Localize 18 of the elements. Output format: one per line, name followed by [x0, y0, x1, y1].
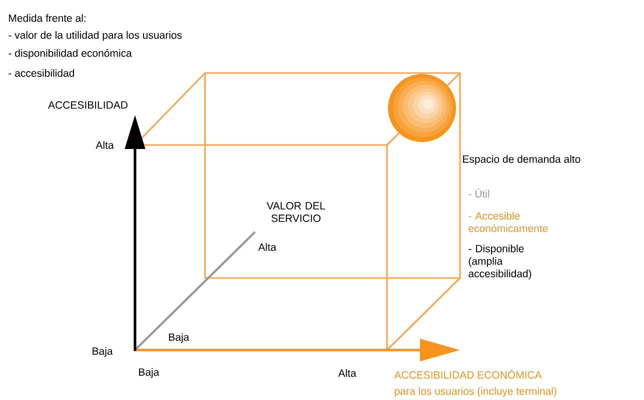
axis-title: VALOR DEL SERVICIO	[266, 202, 326, 222]
tick-label: Baja	[139, 368, 160, 378]
note-text: - accesibilidad	[8, 69, 74, 77]
tick-label: Alta	[338, 369, 356, 377]
note-text: Medida frente al:	[9, 14, 86, 22]
axis-title: ACCESIBILIDAD	[48, 101, 128, 109]
note-text: - valor de la utilidad para los usuarios	[8, 31, 182, 41]
note-text: - Disponible (amplia accesibilidad)	[468, 244, 532, 280]
note-text: - disponibilidad económica	[8, 49, 132, 59]
note-text: - Útil	[468, 188, 490, 198]
tick-label: Baja	[92, 347, 113, 357]
tick-label: Baja	[169, 333, 190, 343]
axis-title: para los usuarios (incluye terminal)	[394, 387, 556, 397]
tick-label: Alta	[96, 141, 114, 149]
axis-title: ACCESIBILIDAD ECONÓMICA	[394, 369, 542, 379]
note-text: - Accesible económicamente	[468, 212, 548, 232]
tick-label: Alta	[258, 243, 276, 251]
note-text: Espacio de demanda alto	[463, 155, 580, 165]
